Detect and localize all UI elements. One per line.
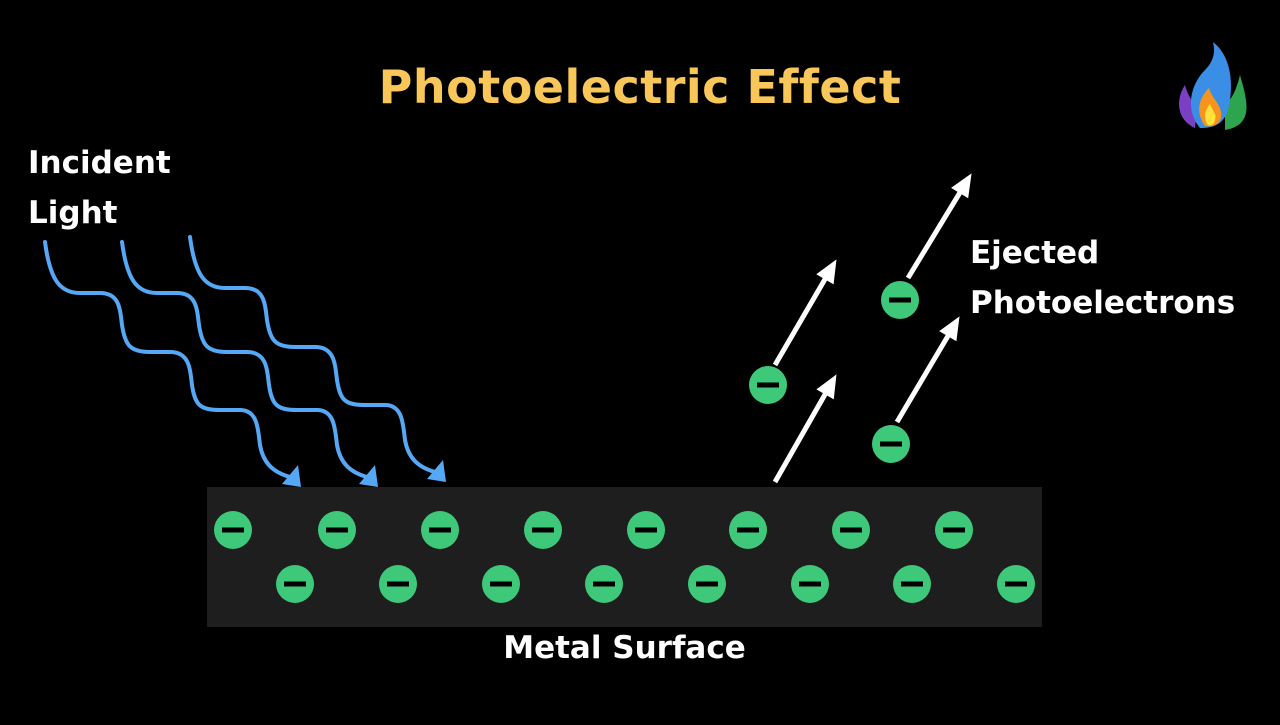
arrowhead-icon [816,374,837,400]
arrowhead-icon [951,173,972,199]
ejection-arrows [772,173,972,484]
wave-arrowhead-icon [359,465,378,487]
electron-minus-icon [318,511,356,549]
diagram-title: Photoelectric Effect [378,60,902,114]
wave-arrowhead-icon [427,460,446,482]
electron-minus-icon [585,565,623,603]
ejection-arrow [772,374,837,484]
electron-minus-icon [997,565,1035,603]
ejected-electron-icon [872,425,910,463]
electron-minus-icon [935,511,973,549]
electron-minus-icon [729,511,767,549]
ejected-electron-icon [749,366,787,404]
ejection-arrow [905,173,972,280]
ejection-arrow [772,259,837,367]
electron-minus-icon [688,565,726,603]
electron-minus-icon [791,565,829,603]
arrowhead-icon [816,259,837,285]
flame-logo-icon [1179,42,1247,130]
electron-minus-icon [524,511,562,549]
ejection-arrow [894,316,960,424]
metal-surface [207,487,1042,627]
electron-minus-icon [832,511,870,549]
ejected-photoelectrons-label: Ejected Photoelectrons [970,228,1235,328]
electron-minus-icon [214,511,252,549]
light-wave-2 [120,240,378,487]
wave-arrowhead-icon [282,465,301,487]
incident-light-label: Incident Light [28,138,171,238]
electron-minus-icon [276,565,314,603]
incident-label-line2: Light [28,195,118,231]
arrowhead-icon [939,316,960,342]
light-wave-1 [43,240,301,487]
ejected-label-line1: Ejected [970,235,1100,271]
electron-minus-icon [893,565,931,603]
ejected-electron-icon [881,281,919,319]
electron-minus-icon [482,565,520,603]
electron-minus-icon [421,511,459,549]
incident-light-waves [43,235,446,487]
surface-electrons [214,511,1035,603]
light-wave-3 [188,235,446,482]
incident-label-line1: Incident [28,145,171,181]
metal-surface-label: Metal Surface [503,630,746,666]
ejected-electrons [749,281,919,463]
electron-minus-icon [379,565,417,603]
ejected-label-line2: Photoelectrons [970,285,1236,321]
electron-minus-icon [627,511,665,549]
